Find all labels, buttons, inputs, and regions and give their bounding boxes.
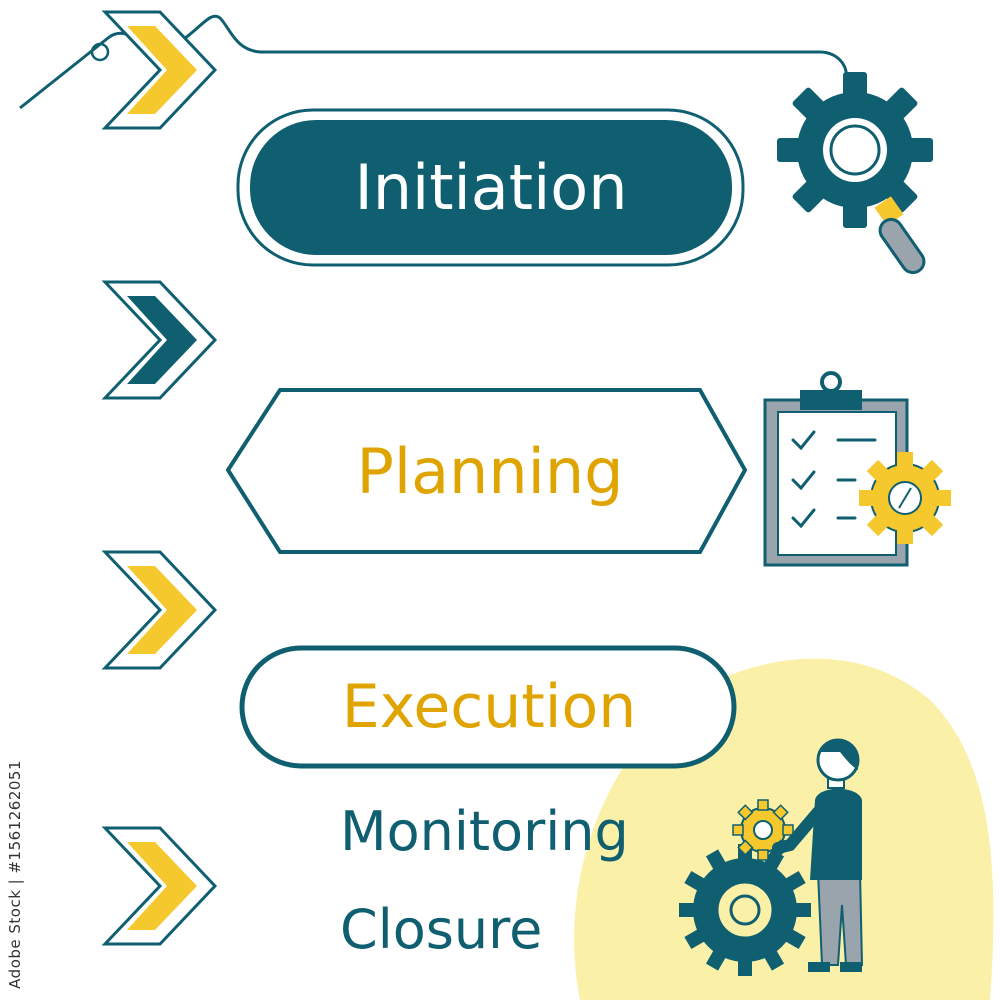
chevron-4-icon (101, 826, 218, 946)
stage-closure-label: Closure (340, 898, 543, 961)
stage-monitoring-label: Monitoring (340, 800, 629, 863)
chevron-2-icon (101, 280, 218, 400)
stage-planning-shape (225, 388, 748, 554)
chevron-1-icon (101, 10, 218, 130)
stage-initiation-shape (236, 108, 745, 267)
clipboard-gear-icon (763, 371, 951, 567)
stock-id-text: Adobe Stock | #1561262051 (6, 760, 24, 989)
stage-execution-shape (239, 645, 737, 769)
gear-magnifier-icon (777, 72, 933, 275)
chevron-3-icon (101, 550, 218, 670)
stage-initiation-label: Initiation (354, 151, 628, 224)
stage-planning-label: Planning (356, 434, 624, 508)
stage-execution-label: Execution (341, 672, 637, 742)
person-with-gears-icon (679, 738, 864, 976)
